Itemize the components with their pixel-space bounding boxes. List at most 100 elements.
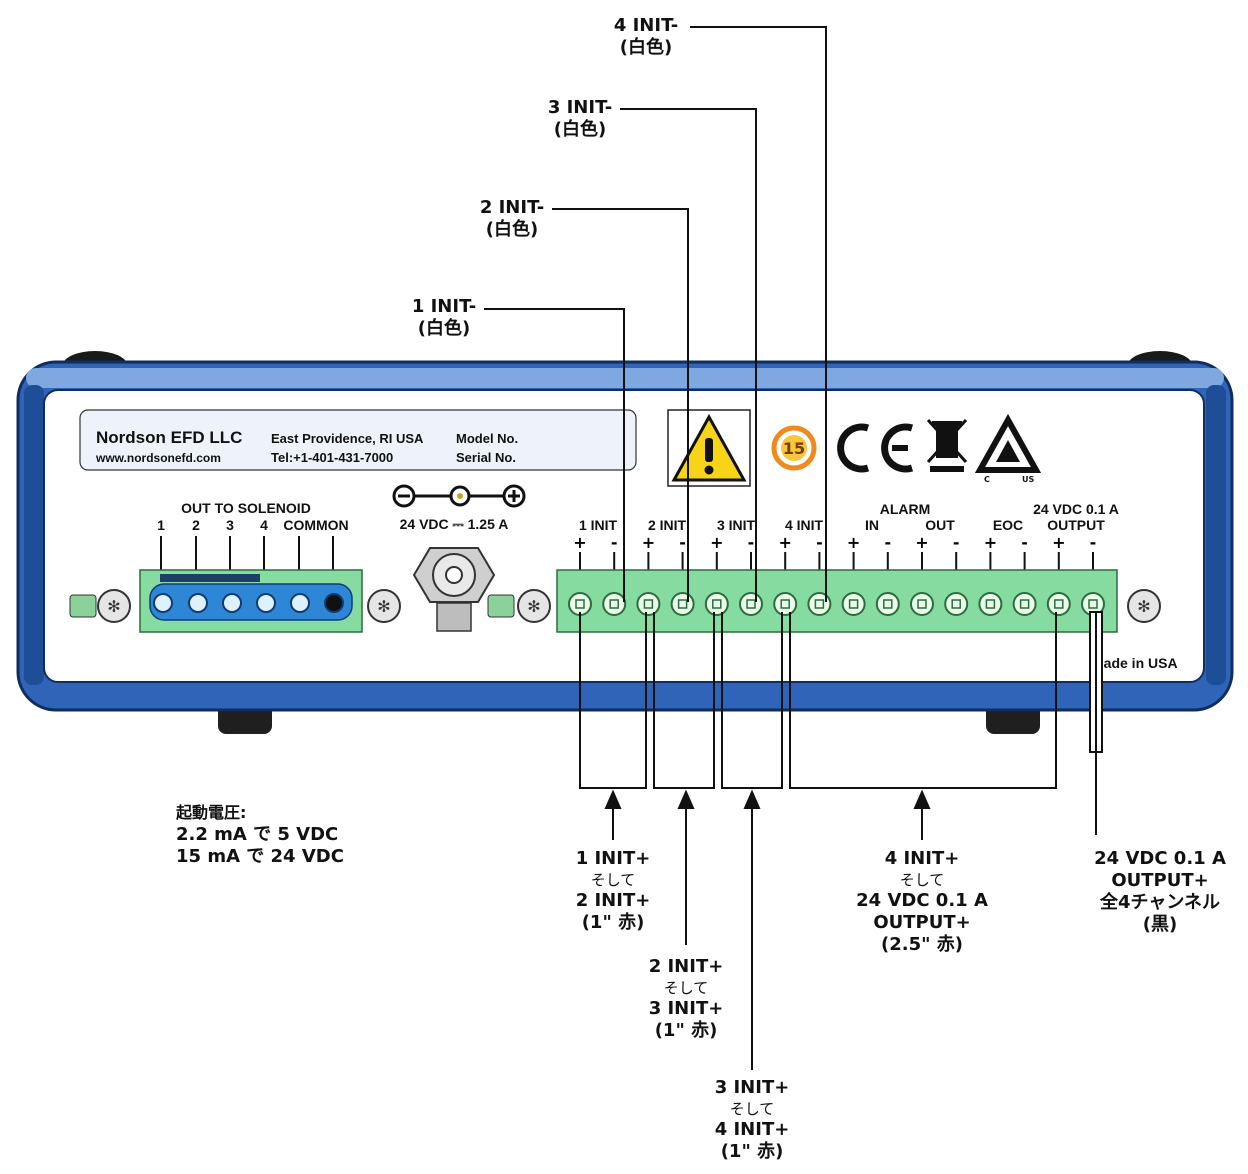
io-polarity-mark: - bbox=[884, 533, 891, 552]
made-in-label: Made in USA bbox=[1092, 655, 1178, 671]
weee-bin-icon bbox=[926, 418, 968, 472]
phone: Tel:+1-401-431-7000 bbox=[271, 450, 393, 465]
io-polarity-mark: + bbox=[847, 533, 860, 552]
ground-tab-left bbox=[69, 594, 97, 618]
solenoid-pin-4: 4 bbox=[260, 517, 268, 533]
ground-tab-mid bbox=[487, 594, 515, 618]
io-terminal bbox=[636, 592, 661, 616]
chassis-side-left bbox=[24, 385, 44, 685]
website: www.nordsonefd.com bbox=[95, 451, 221, 465]
svg-text:✻: ✻ bbox=[107, 597, 120, 616]
power-rating: 24 VDC ⎓ 1.25 A bbox=[400, 516, 509, 532]
warning-icon bbox=[667, 409, 751, 487]
io-terminal-screw bbox=[951, 599, 961, 609]
io-label-2-init: 2 INIT bbox=[648, 517, 687, 533]
chassis-side-right bbox=[1206, 385, 1226, 685]
io-terminal bbox=[875, 592, 900, 616]
io-terminal-screw bbox=[883, 599, 893, 609]
serial-no: Serial No. bbox=[456, 450, 516, 465]
io-label-output-rating: 24 VDC 0.1 A bbox=[1033, 501, 1119, 517]
io-label-out: OUT bbox=[925, 517, 955, 533]
callout-4-init-plus-output: 4 INIT+ そして 24 VDC 0.1 A OUTPUT+ (2.5" 赤… bbox=[856, 848, 988, 955]
io-terminal bbox=[1012, 592, 1037, 616]
company-name: Nordson EFD LLC bbox=[96, 428, 242, 447]
io-polarity-mark: - bbox=[816, 533, 823, 552]
io-label-3-init: 3 INIT bbox=[717, 517, 756, 533]
callout-output-all-channels: 24 VDC 0.1 A OUTPUT+ 全4チャンネル (黒) bbox=[1094, 848, 1226, 935]
power-polarity-symbol bbox=[392, 484, 526, 508]
screw-left-1: ✻ bbox=[97, 589, 131, 623]
csa-us-icon: C US bbox=[974, 413, 1042, 484]
callout-1-init-minus: 1 INIT- (白色) bbox=[411, 296, 477, 339]
io-terminal bbox=[739, 592, 763, 616]
callout-2-3-init-plus: 2 INIT+ そして 3 INIT+ (1" 赤) bbox=[648, 956, 724, 1041]
callout-3-init-minus: 3 INIT- (白色) bbox=[547, 97, 613, 140]
io-terminal bbox=[807, 592, 832, 616]
io-terminal-screw bbox=[746, 599, 756, 609]
io-terminal bbox=[568, 592, 592, 616]
io-terminal bbox=[1046, 592, 1071, 616]
io-terminal bbox=[978, 592, 1003, 616]
jumper-wires bbox=[579, 611, 1103, 835]
io-terminal-screw bbox=[677, 599, 688, 609]
solenoid-pin-3: 3 bbox=[226, 517, 234, 533]
io-polarity-mark: + bbox=[573, 533, 586, 552]
solenoid-pin-ticks bbox=[160, 536, 334, 570]
io-label-1-init: 1 INIT bbox=[579, 517, 618, 533]
svg-text:✻: ✻ bbox=[527, 597, 540, 616]
io-terminal-screw bbox=[643, 599, 654, 609]
io-label-4-init: 4 INIT bbox=[785, 517, 824, 533]
label-panel bbox=[79, 409, 637, 471]
start-voltage-title: 起動電圧: bbox=[176, 803, 247, 822]
model-no: Model No. bbox=[456, 431, 518, 446]
init-minus-wires bbox=[484, 26, 827, 602]
io-terminal-screw bbox=[848, 599, 859, 609]
callout-1-2-init-plus: 1 INIT+ そして 2 INIT+ (1" 赤) bbox=[575, 848, 651, 933]
io-terminal bbox=[704, 592, 729, 616]
io-polarity-mark: - bbox=[1090, 533, 1097, 552]
io-polarity-row: +-+-+-+-+-+-+-+- bbox=[573, 533, 1096, 570]
callout-4-init-minus: 4 INIT- (白色) bbox=[613, 15, 679, 58]
io-terminal-screw bbox=[1054, 599, 1064, 609]
io-polarity-mark: + bbox=[710, 533, 723, 552]
io-polarity-mark: + bbox=[642, 533, 655, 552]
svg-text:US: US bbox=[1022, 475, 1034, 484]
io-terminals bbox=[568, 592, 1105, 616]
io-label-output: OUTPUT bbox=[1047, 517, 1105, 533]
io-terminal-screw bbox=[1088, 599, 1098, 609]
io-terminal bbox=[841, 592, 866, 616]
callout-2-init-minus: 2 INIT- (白色) bbox=[479, 197, 545, 240]
io-polarity-mark: - bbox=[953, 533, 960, 552]
io-polarity-mark: - bbox=[1021, 533, 1028, 552]
io-terminal-screw bbox=[609, 599, 619, 609]
start-voltage-line-2: 15 mA で 24 VDC bbox=[176, 846, 344, 867]
callout-arrows bbox=[604, 789, 931, 1070]
io-terminal bbox=[773, 592, 798, 616]
io-terminal-screw bbox=[1019, 599, 1030, 609]
io-terminal-screw bbox=[917, 599, 927, 609]
svg-text:C: C bbox=[984, 475, 990, 484]
io-terminal-screw bbox=[712, 599, 722, 609]
io-label-eoc: EOC bbox=[993, 517, 1023, 533]
io-polarity-mark: + bbox=[1052, 533, 1065, 552]
start-voltage-line-1: 2.2 mA で 5 VDC bbox=[176, 824, 339, 845]
io-label-alarm: ALARM bbox=[880, 501, 931, 517]
io-terminal bbox=[910, 592, 934, 616]
io-polarity-mark: + bbox=[915, 533, 928, 552]
io-terminal-screw bbox=[780, 599, 790, 609]
solenoid-terminals bbox=[153, 593, 344, 613]
solenoid-title: OUT TO SOLENOID bbox=[181, 500, 311, 516]
rohs-number: 15 bbox=[783, 439, 805, 458]
location: East Providence, RI USA bbox=[271, 431, 424, 446]
io-terminal-screw bbox=[814, 599, 825, 609]
io-terminal-screw bbox=[575, 599, 585, 609]
io-terminal bbox=[670, 592, 695, 616]
io-terminal bbox=[602, 592, 627, 616]
start-voltage-note: 起動電圧: 2.2 mA で 5 VDC 15 mA で 24 VDC bbox=[176, 802, 344, 868]
io-polarity-mark: - bbox=[748, 533, 755, 552]
callout-3-4-init-plus: 3 INIT+ そして 4 INIT+ (1" 赤) bbox=[714, 1077, 790, 1162]
solenoid-pin-common: COMMON bbox=[283, 517, 348, 533]
io-terminal-screw bbox=[985, 599, 996, 609]
io-polarity-mark: + bbox=[984, 533, 997, 552]
